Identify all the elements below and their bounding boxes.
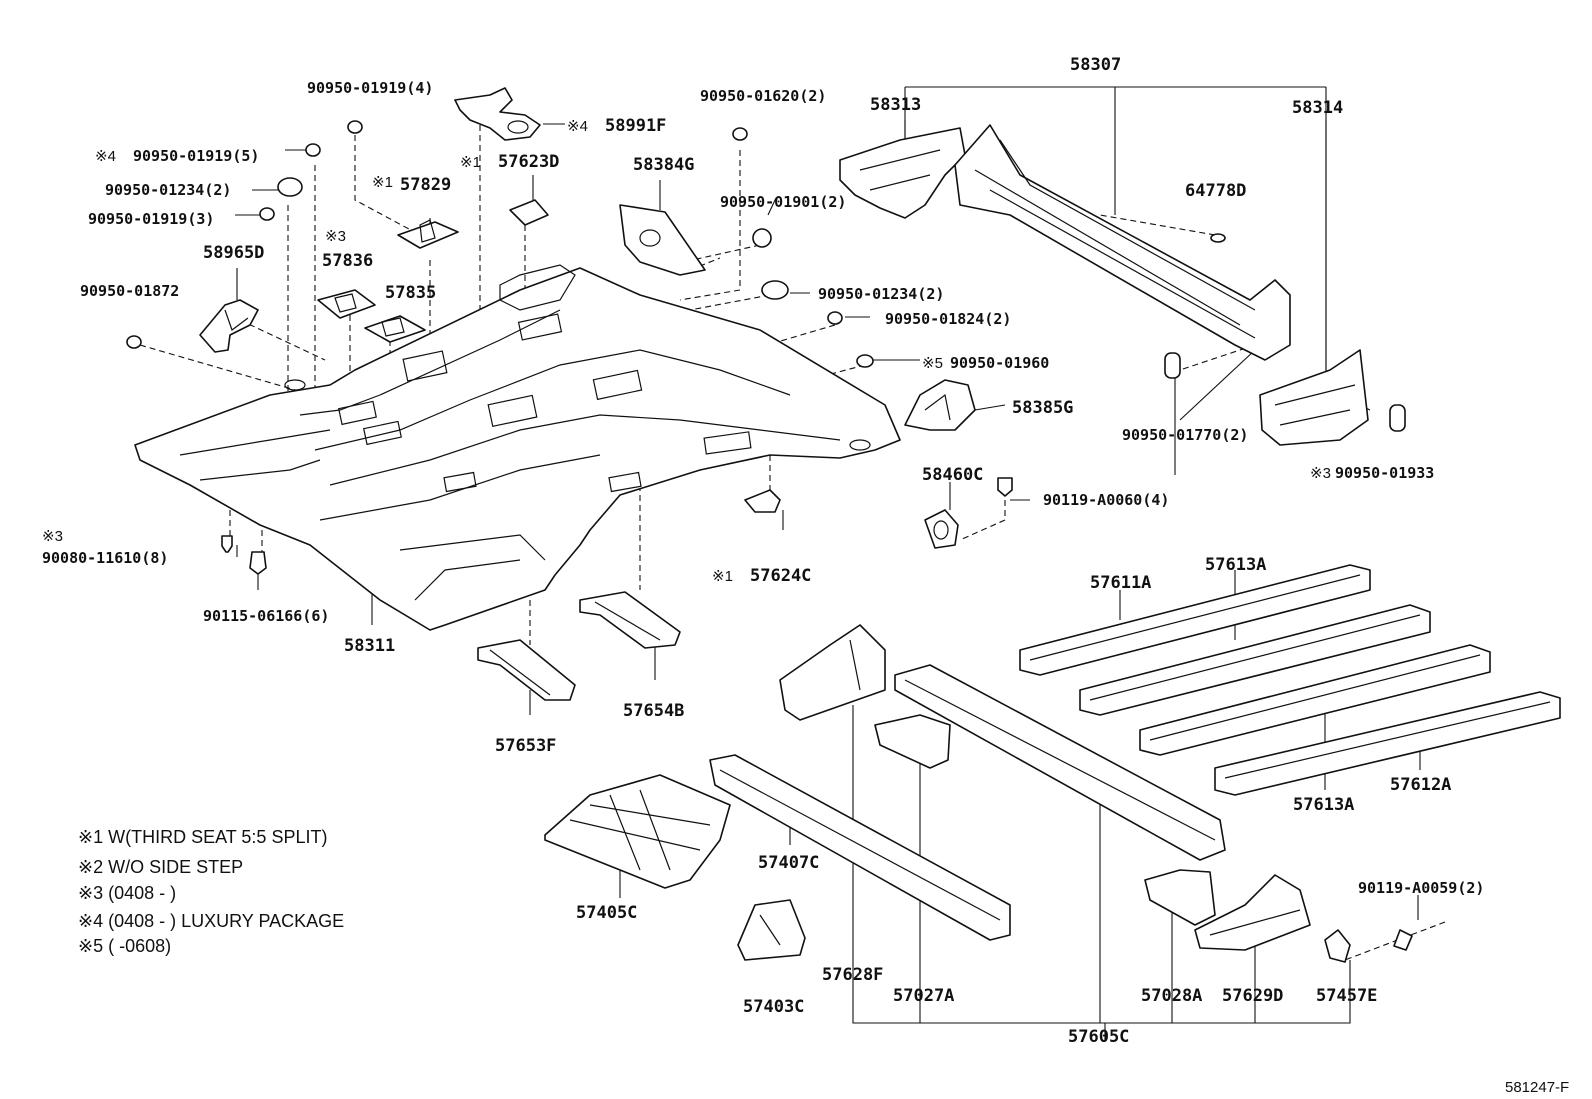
diagram-reference-code: 581247-F [1505, 1079, 1569, 1096]
label-90950-01919-3: 90950-01919(3) [88, 210, 214, 228]
label-57654b: 57654B [623, 701, 684, 721]
bracket-58385g [904, 379, 976, 431]
mark-1-57829: ※1 [372, 174, 393, 191]
label-57611a: 57611A [1090, 573, 1151, 593]
label-57653f: 57653F [495, 736, 556, 756]
hook-58460c [924, 509, 959, 549]
label-90950-01234-2b: 90950-01234(2) [818, 285, 944, 303]
mark-1-57624c: ※1 [712, 568, 733, 585]
label-90950-01824-2: 90950-01824(2) [885, 310, 1011, 328]
label-90115-06166-6: 90115-06166(6) [203, 607, 329, 625]
reference-marks: ※4 ※4 ※1 ※1 ※1 ※3 ※3 ※3 ※5 [42, 118, 1331, 585]
note-2: ※2 W/O SIDE STEP [78, 857, 243, 877]
label-58313: 58313 [870, 95, 921, 115]
rail-58307 [954, 124, 1291, 361]
label-90950-01933: 90950-01933 [1335, 464, 1434, 482]
label-90950-01234-2a: 90950-01234(2) [105, 181, 231, 199]
label-90950-01770-2: 90950-01770(2) [1122, 426, 1248, 444]
label-57629d: 57629D [1222, 986, 1283, 1006]
label-57605c: 57605C [1068, 1027, 1129, 1047]
label-58460c: 58460C [922, 465, 983, 485]
label-58991f: 58991F [605, 116, 666, 136]
label-57613a-bottom: 57613A [1293, 795, 1354, 815]
rail-57611a [1019, 564, 1371, 676]
rail-57613a-lower [1139, 644, 1491, 756]
label-90080-11610-8: 90080-11610(8) [42, 549, 168, 567]
label-90119-a0059-2: 90119-A0059(2) [1358, 879, 1484, 897]
label-58307: 58307 [1070, 55, 1121, 75]
label-90119-a0060-4: 90119-A0060(4) [1043, 491, 1169, 509]
mark-3-57836: ※3 [325, 228, 346, 245]
crossmember-57653f [477, 639, 576, 701]
part-labels: 58307 58313 58314 90950-01919(4) 58991F … [42, 55, 1484, 1047]
bracket-57403c [737, 899, 806, 961]
bracket-57629d [1194, 874, 1311, 951]
member-57605c [894, 664, 1226, 861]
label-90950-01960: 90950-01960 [950, 354, 1049, 372]
mark-5-90950-01960: ※5 [922, 355, 943, 372]
bracket-57027a [874, 714, 951, 769]
label-58314: 58314 [1292, 98, 1343, 118]
mark-4-90950-01919: ※4 [95, 148, 116, 165]
bracket-57457e [1324, 929, 1351, 963]
label-58311: 58311 [344, 636, 395, 656]
floor-section-57405c [544, 774, 731, 889]
member-57407c [709, 754, 1011, 941]
label-90950-01620-2: 90950-01620(2) [700, 87, 826, 105]
bracket-57628f [779, 624, 886, 721]
label-58385g: 58385G [1012, 398, 1073, 418]
plugs [126, 120, 1413, 951]
label-57623d: 57623D [498, 152, 559, 172]
mark-4-58991f: ※4 [567, 118, 588, 135]
label-57028a: 57028A [1141, 986, 1202, 1006]
label-57612a: 57612A [1390, 775, 1451, 795]
bracket-58384g [619, 204, 706, 276]
floor-pan-58311 [134, 264, 901, 631]
note-1: ※1 W(THIRD SEAT 5:5 SPLIT) [78, 827, 327, 847]
label-90950-01919-5: 90950-01919(5) [133, 147, 259, 165]
label-57457e: 57457E [1316, 986, 1377, 1006]
label-58384g: 58384G [633, 155, 694, 175]
bracket-57028a [1144, 869, 1216, 926]
label-57613a-top: 57613A [1205, 555, 1266, 575]
note-3: ※3 (0408 - ) [78, 883, 176, 903]
label-90950-01872: 90950-01872 [80, 282, 179, 300]
label-57407c: 57407C [758, 853, 819, 873]
rail-57612a [1214, 691, 1561, 796]
label-57405c: 57405C [576, 903, 637, 923]
label-57829: 57829 [400, 175, 451, 195]
mark-1-57623d: ※1 [460, 154, 481, 171]
label-58965d: 58965D [203, 243, 264, 263]
label-90950-01901-2: 90950-01901(2) [720, 193, 846, 211]
small-brackets [317, 199, 549, 343]
bracket-57624c [744, 489, 781, 513]
label-57624c: 57624C [750, 566, 811, 586]
label-57836: 57836 [322, 251, 373, 271]
mark-3-90080: ※3 [42, 528, 63, 545]
label-57835: 57835 [385, 283, 436, 303]
bracket-58965d [199, 299, 259, 353]
label-57027a: 57027A [893, 986, 954, 1006]
label-57628f: 57628F [822, 965, 883, 985]
mark-3-90950-01933: ※3 [1310, 465, 1331, 482]
note-4: ※4 (0408 - ) LUXURY PACKAGE [78, 911, 344, 931]
label-64778d: 64778D [1185, 181, 1246, 201]
label-90950-01919-4: 90950-01919(4) [307, 79, 433, 97]
side-member-58313 [839, 127, 966, 219]
crossmember-57654b [579, 591, 681, 649]
label-57403c: 57403C [743, 997, 804, 1017]
bracket-58314 [1259, 349, 1369, 446]
note-5: ※5 ( -0608) [78, 936, 171, 956]
notes: ※1 W(THIRD SEAT 5:5 SPLIT) ※2 W/O SIDE S… [78, 827, 344, 956]
rail-57613a-upper [1079, 604, 1431, 716]
bracket-58991f [454, 87, 541, 141]
